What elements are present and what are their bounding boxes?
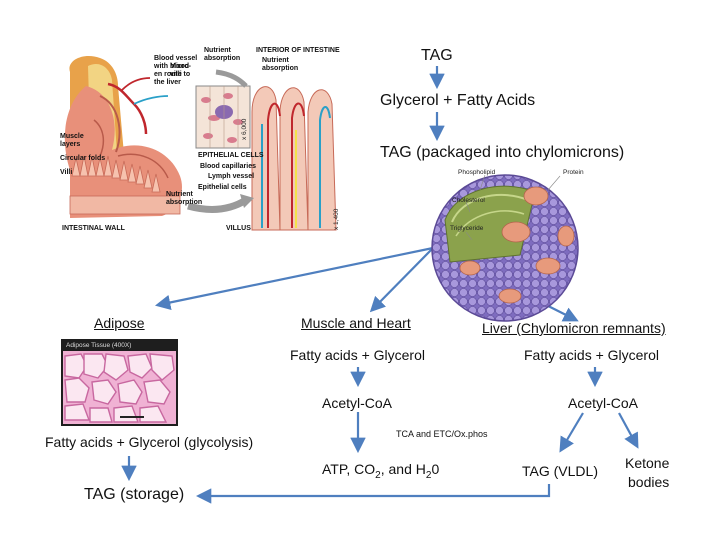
label-villus: VILLUS — [226, 225, 251, 232]
label-muscle-layers-2: layers — [60, 141, 80, 148]
co2-sub: 2 — [375, 469, 381, 481]
arrow-to-adipose — [154, 246, 434, 311]
label-blood-capillaries: Blood capillaries — [200, 163, 256, 170]
label-circular-folds: Circular folds — [60, 155, 105, 162]
label-mag-1400: x 1,400 — [333, 208, 340, 230]
liver-acetyl-coa: Acetyl-CoA — [568, 395, 639, 411]
intestinal-wall-shape — [64, 55, 182, 218]
chylomicron-proteins — [459, 186, 575, 304]
label-nutrient-absorption-right-1: Nutrient — [262, 57, 290, 64]
epithelial-cells-inset — [195, 85, 251, 149]
atp-suffix: 0 — [431, 461, 440, 477]
label-nutrient-absorption-bottom-2: absorption — [166, 199, 202, 206]
atp-prefix: ATP, CO — [322, 461, 376, 477]
adipose-tag-storage: TAG (storage) — [84, 486, 185, 503]
label-intestinal-wall: INTESTINAL WALL — [62, 225, 126, 232]
liver-ketone-1: Ketone — [625, 455, 670, 471]
adipose-fatty-glycerol: Fatty acids + Glycerol (glycolysis) — [45, 434, 254, 450]
top-glycerol-fatty-acids: Glycerol + Fatty Acids — [380, 92, 536, 109]
villus-shape — [251, 86, 337, 231]
arrow-to-muscle — [369, 247, 434, 313]
h2o-sub: 2 — [425, 469, 432, 481]
label-epithelial-cells: Epithelial cells — [198, 184, 247, 191]
label-microvilli-2: villi — [170, 71, 182, 78]
label-blood-vessel-1: Blood vessel — [154, 55, 197, 62]
label-epithelial-cells-caps: EPITHELIAL CELLS — [198, 152, 264, 159]
arrow-vldl-to-storage — [195, 484, 551, 504]
liver-ketone-2: bodies — [628, 474, 670, 490]
label-interior-of-intestine: INTERIOR OF INTESTINE — [256, 47, 340, 54]
muscle-tca: TCA and ETC/Ox.phos — [396, 429, 488, 439]
liver-tag-vldl: TAG (VLDL) — [522, 463, 598, 479]
label-phospholipid: Phospholipid — [458, 169, 496, 176]
liver-heading: Liver (Chylomicron remnants) — [482, 320, 666, 336]
label-blood-vessel-2: with blood — [153, 63, 189, 70]
liver-fatty-glycerol: Fatty acids + Glycerol — [524, 347, 659, 363]
muscle-atp: ATP, CO2, and H20 — [322, 462, 439, 481]
label-nutrient-absorption-bottom-1: Nutrient — [166, 191, 194, 198]
muscle-acetyl-coa: Acetyl-CoA — [322, 395, 393, 411]
arrow-liver-to-tag — [559, 412, 584, 453]
label-nutrient-absorption-top-1: Nutrient — [204, 47, 232, 54]
label-triglyceride: Triglyceride — [450, 225, 484, 232]
top-tag-chylomicrons: TAG (packaged into chylomicrons) — [380, 144, 625, 161]
atp-mid: , and H — [380, 461, 426, 477]
label-protein: Protein — [563, 169, 584, 176]
label-microvilli-1: Micro- — [170, 63, 192, 70]
label-blood-vessel-3: en route to — [154, 71, 190, 78]
top-tag: TAG — [421, 47, 453, 64]
intestine-labels: Blood vessel with blood en route to the … — [60, 47, 340, 232]
muscle-heading: Muscle and Heart — [301, 315, 411, 331]
label-villi: Villi — [60, 169, 72, 176]
label-nutrient-absorption-top-2: absorption — [204, 55, 240, 62]
label-cholesterol: Cholesterol — [452, 197, 485, 204]
muscle-fatty-glycerol: Fatty acids + Glycerol — [290, 347, 425, 363]
label-lymph-vessel: Lymph vessel — [208, 173, 254, 180]
label-mag-6000: x 6,000 — [241, 118, 248, 140]
label-nutrient-absorption-right-2: absorption — [262, 65, 298, 72]
arrow-liver-to-ketone — [618, 412, 639, 449]
micrograph-caption: Adipose Tissue (400X) — [66, 342, 131, 349]
adipose-heading: Adipose — [94, 315, 145, 331]
label-blood-vessel-4: the liver — [154, 79, 181, 86]
label-muscle-layers-1: Muscle — [60, 133, 84, 140]
